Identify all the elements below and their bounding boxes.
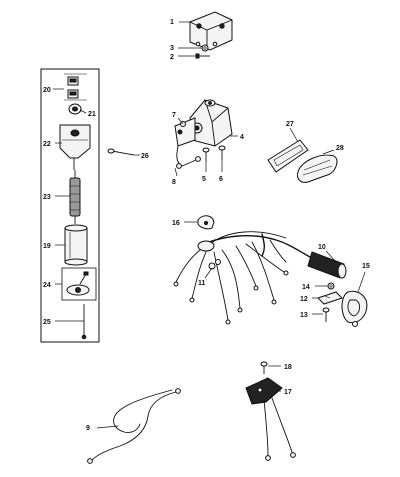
callout-16: 16 [172,220,180,227]
callout-23: 23 [43,194,51,201]
part-cap-20 [64,73,87,101]
part-cable-9 [87,388,181,464]
callout-27: 27 [286,121,294,128]
leader-lines [53,21,366,429]
callout-26: 26 [141,153,149,160]
starter-assembly-box [40,68,100,343]
callout-14: 14 [302,284,310,291]
part-drive-end-24 [61,267,97,301]
callout-21: 21 [88,111,96,118]
part-connector-11 [208,259,221,270]
callout-19: 19 [43,243,51,250]
callout-17: 17 [284,389,292,396]
part-clamp-16 [197,215,215,230]
callout-7: 7 [172,112,176,119]
callout-8: 8 [172,179,176,186]
callout-18: 18 [284,364,292,371]
callout-9: 9 [86,425,90,432]
part-screw-2 [195,53,210,59]
part-receptacle-17 [245,377,296,461]
callout-24: 24 [43,282,51,289]
callout-6: 6 [219,176,223,183]
part-screw-13 [322,307,330,322]
callout-28: 28 [336,145,344,152]
callout-10: 10 [318,244,326,251]
part-solenoid-4 [189,99,233,147]
part-top-solenoid [189,11,233,51]
callout-20: 20 [43,87,51,94]
callout-labels: 1 2 3 4 5 6 7 8 9 10 11 12 13 14 15 16 1… [43,19,370,432]
callout-15: 15 [362,263,370,270]
callout-5: 5 [202,176,206,183]
part-screw-18 [260,361,268,374]
part-harness-10 [173,231,347,325]
part-screw-6 [218,145,226,160]
part-nut-14 [327,282,335,290]
part-bushing-21 [68,103,82,115]
part-through-bolt-25 [81,304,87,340]
part-gasket-27 [267,139,309,173]
part-bracket-12 [317,291,343,305]
callout-22: 22 [43,141,51,148]
callout-2: 2 [170,54,174,61]
part-clamp-15 [341,290,368,327]
part-end-cap-22 [59,124,91,170]
callout-3: 3 [170,45,174,52]
callout-1: 1 [170,19,174,26]
part-bracket-4 [174,117,196,147]
part-screw-5 [202,147,210,162]
part-lead-8 [176,145,201,169]
part-boot-28 [297,154,338,183]
callout-13: 13 [300,312,308,319]
callout-11: 11 [198,280,206,287]
part-nut-3 [201,44,209,52]
part-screw-26 [107,148,135,156]
callout-25: 25 [43,319,51,326]
part-armature-23 [69,170,81,224]
callout-4: 4 [240,134,244,141]
part-housing-19 [64,224,88,266]
callout-12: 12 [300,296,308,303]
